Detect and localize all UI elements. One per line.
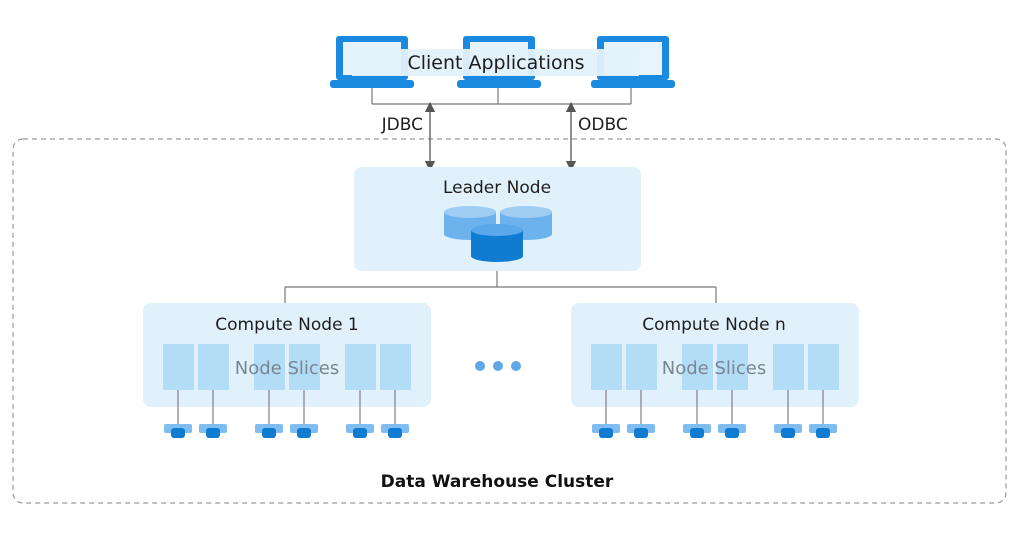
disk-icon <box>774 390 802 438</box>
jdbc-label: JDBC <box>381 115 423 135</box>
leader-node-panel <box>354 167 641 271</box>
leader-node-label: Leader Node <box>443 178 551 198</box>
disk-icon <box>381 390 409 438</box>
disk-icon <box>683 390 711 438</box>
leader-compute-connector <box>284 271 717 303</box>
disk-icon <box>164 390 192 438</box>
database-icon <box>444 206 552 262</box>
client-label-band <box>352 49 639 76</box>
disk-icon <box>627 390 655 438</box>
slice-group <box>591 344 839 390</box>
disk-icon <box>809 390 837 438</box>
slice-disks <box>164 390 837 438</box>
node-slices-label: Node Slices <box>235 358 339 379</box>
disk-icon <box>592 390 620 438</box>
client-connector <box>371 88 632 105</box>
disk-icon <box>346 390 374 438</box>
node-slices-label: Node Slices <box>662 358 766 379</box>
compute-node-1: Compute Node 1 Node Slices <box>143 303 431 407</box>
disk-icon <box>255 390 283 438</box>
slice-group <box>163 344 411 390</box>
compute-node-n: Compute Node n Node Slices <box>571 303 859 407</box>
client-applications-label: Client Applications <box>407 52 584 74</box>
ellipsis-dots-icon <box>475 361 521 371</box>
compute-node-label: Compute Node 1 <box>215 315 359 335</box>
disk-icon <box>290 390 318 438</box>
cluster-boundary <box>12 138 1007 504</box>
disk-icon <box>718 390 746 438</box>
compute-node-label: Compute Node n <box>642 315 785 335</box>
cluster-label: Data Warehouse Cluster <box>381 472 614 492</box>
disk-icon <box>199 390 227 438</box>
odbc-label: ODBC <box>578 115 628 135</box>
